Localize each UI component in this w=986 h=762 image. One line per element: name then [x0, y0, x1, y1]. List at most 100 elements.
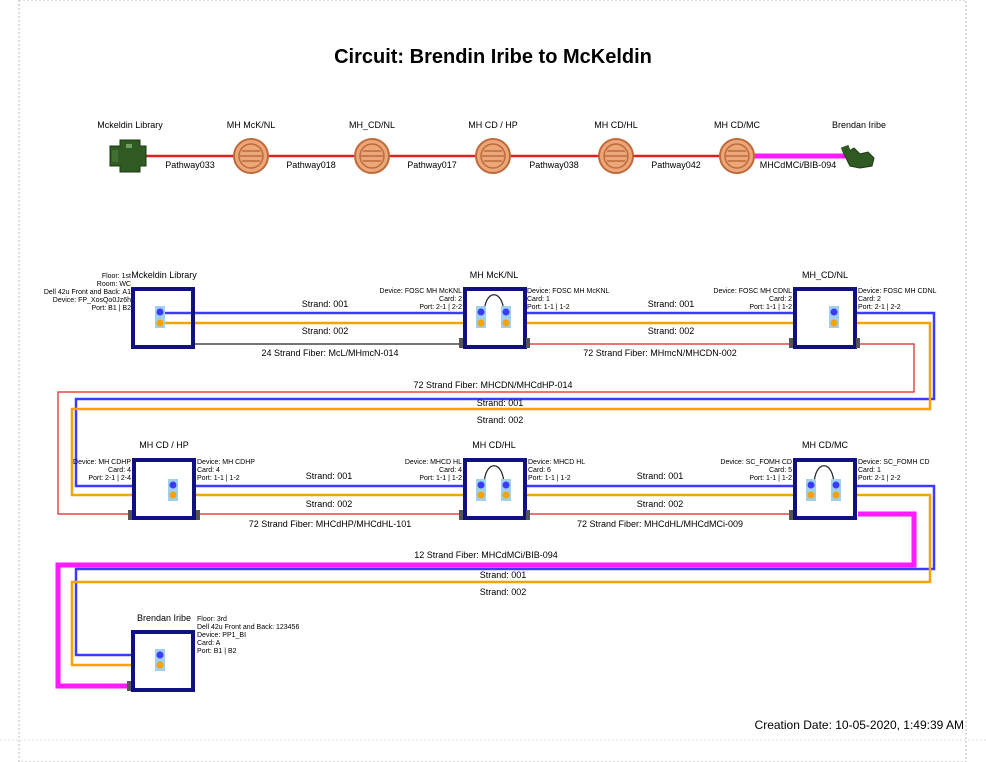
cable-end	[789, 338, 793, 348]
manhole-icon[interactable]	[354, 138, 390, 174]
cable-label: 72 Strand Fiber: MHCdHP/MHCdHL-101	[249, 519, 412, 529]
node-info: Port: 2-1 | 2-4	[88, 475, 131, 482]
port-dot[interactable]	[832, 481, 840, 489]
port-block[interactable]	[155, 306, 165, 328]
node-box[interactable]	[132, 458, 196, 520]
port-block[interactable]	[831, 479, 841, 501]
port-dot[interactable]	[832, 491, 840, 499]
cable-line	[57, 343, 915, 515]
port-dot[interactable]	[156, 651, 164, 659]
port-dot[interactable]	[830, 308, 838, 316]
strand-label: Strand: 002	[306, 499, 353, 509]
node-info: Card: 2	[439, 296, 462, 303]
node-info: Device: PP1_BI	[197, 632, 246, 639]
node-info: Dell 42u Front and Back: A1	[44, 289, 131, 296]
node-box[interactable]	[463, 287, 527, 349]
pathway-node-label: MH McK/NL	[227, 120, 276, 130]
creation-date: Creation Date: 10-05-2020, 1:49:39 AM	[754, 718, 964, 732]
node-box[interactable]	[131, 287, 195, 349]
port-dot[interactable]	[807, 491, 815, 499]
pathway-link-label: Pathway042	[651, 160, 701, 170]
cable-end	[196, 510, 200, 520]
cable-end	[789, 510, 793, 520]
pathway-link-label: Pathway033	[165, 160, 215, 170]
node-info: Port: 2-1 | 2-2	[419, 304, 462, 311]
port-dot[interactable]	[156, 319, 164, 327]
strand-label: Strand: 002	[637, 499, 684, 509]
cable-end	[526, 338, 530, 348]
node-info: Device: FOSC MH CDNL	[713, 288, 792, 295]
node-info: Floor: 3rd	[197, 616, 227, 623]
port-dot[interactable]	[169, 491, 177, 499]
port-block[interactable]	[168, 479, 178, 501]
row3: Brendan Iribe Floor: 3rd Dell 42u Front …	[127, 613, 299, 692]
node-box[interactable]	[793, 287, 857, 349]
node-info: Port: 2-1 | 2-2	[858, 304, 901, 311]
port-block[interactable]	[829, 306, 839, 328]
port-block[interactable]	[806, 479, 816, 501]
cable-label: 24 Strand Fiber: McL/MHmcN-014	[261, 348, 398, 358]
node-label: Brendan Iribe	[137, 613, 191, 623]
port-dot[interactable]	[156, 661, 164, 669]
strand-label: Strand: 001	[648, 299, 695, 309]
node-label: MH CD/MC	[802, 440, 848, 450]
node-box[interactable]	[463, 458, 527, 520]
manhole-icon[interactable]	[719, 138, 755, 174]
port-block[interactable]	[155, 649, 165, 671]
node-info: Device: MHCD HL	[405, 459, 462, 466]
node-info: Device: MHCD HL	[528, 459, 585, 466]
port-dot[interactable]	[807, 481, 815, 489]
cable-line-magenta	[55, 511, 917, 689]
pathway-node-label: Brendan Iribe	[832, 120, 886, 130]
pathway-node-label: Mckeldin Library	[97, 120, 163, 130]
manhole-icon[interactable]	[475, 138, 511, 174]
node-info: Port: 1-1 | 1-2	[528, 475, 571, 482]
node-label: MH_CD/NL	[802, 270, 848, 280]
port-block[interactable]	[476, 479, 486, 501]
node-info: Floor: 1st	[102, 273, 131, 280]
node-info: Card: A	[197, 640, 221, 647]
manhole-icon[interactable]	[598, 138, 634, 174]
strand-label: Strand: 001	[480, 570, 527, 580]
port-block[interactable]	[501, 479, 511, 501]
port-dot[interactable]	[477, 308, 485, 316]
port-dot[interactable]	[502, 308, 510, 316]
port-dot[interactable]	[156, 308, 164, 316]
port-block[interactable]	[501, 306, 511, 328]
node-info: Device: FOSC MH CDNL	[858, 288, 937, 295]
node-info: Port: B1 | B2	[91, 305, 131, 312]
cable-end	[128, 510, 132, 520]
crossover2: 12 Strand Fiber: MHCdMCi/BIB-094 Strand:…	[414, 550, 558, 597]
port-block[interactable]	[476, 306, 486, 328]
manhole-icon[interactable]	[233, 138, 269, 174]
node-info: Card: 2	[769, 296, 792, 303]
port-dot[interactable]	[477, 491, 485, 499]
node-info: Port: 1-1 | 1-2	[749, 475, 792, 482]
port-dot[interactable]	[502, 319, 510, 327]
cable-label: 72 Strand Fiber: MHCDN/MHCdHP-014	[413, 380, 572, 390]
port-dot[interactable]	[830, 319, 838, 327]
node-info: Device: MH CDHP	[73, 459, 131, 466]
node-info: Card: 6	[528, 467, 551, 474]
strand-label: Strand: 001	[306, 471, 353, 481]
building-icon[interactable]	[840, 144, 875, 169]
node-info: Device: SC_FOMH CD	[858, 459, 930, 466]
port-dot[interactable]	[502, 491, 510, 499]
node-info: Device: FOSC MH McKNL	[527, 288, 610, 295]
node-box[interactable]	[793, 458, 857, 520]
port-dot[interactable]	[169, 481, 177, 489]
pathway-node-label: MH CD/HL	[594, 120, 638, 130]
node-info: Card: 4	[197, 467, 220, 474]
strand-label: Strand: 001	[477, 398, 524, 408]
pathway-link-label: Pathway038	[529, 160, 579, 170]
pathway-node-label: MH_CD/NL	[349, 120, 395, 130]
node-info: Port: B1 | B2	[197, 648, 237, 655]
page-title: Circuit: Brendin Iribe to McKeldin	[334, 46, 652, 68]
port-dot[interactable]	[502, 481, 510, 489]
port-dot[interactable]	[477, 319, 485, 327]
port-dot[interactable]	[477, 481, 485, 489]
pathway-row: Mckeldin Library MH McK/NL MH_CD/NL MH C…	[97, 120, 886, 174]
cable-end	[127, 681, 131, 691]
strand-label: Strand: 002	[480, 587, 527, 597]
building-icon[interactable]	[109, 139, 147, 173]
